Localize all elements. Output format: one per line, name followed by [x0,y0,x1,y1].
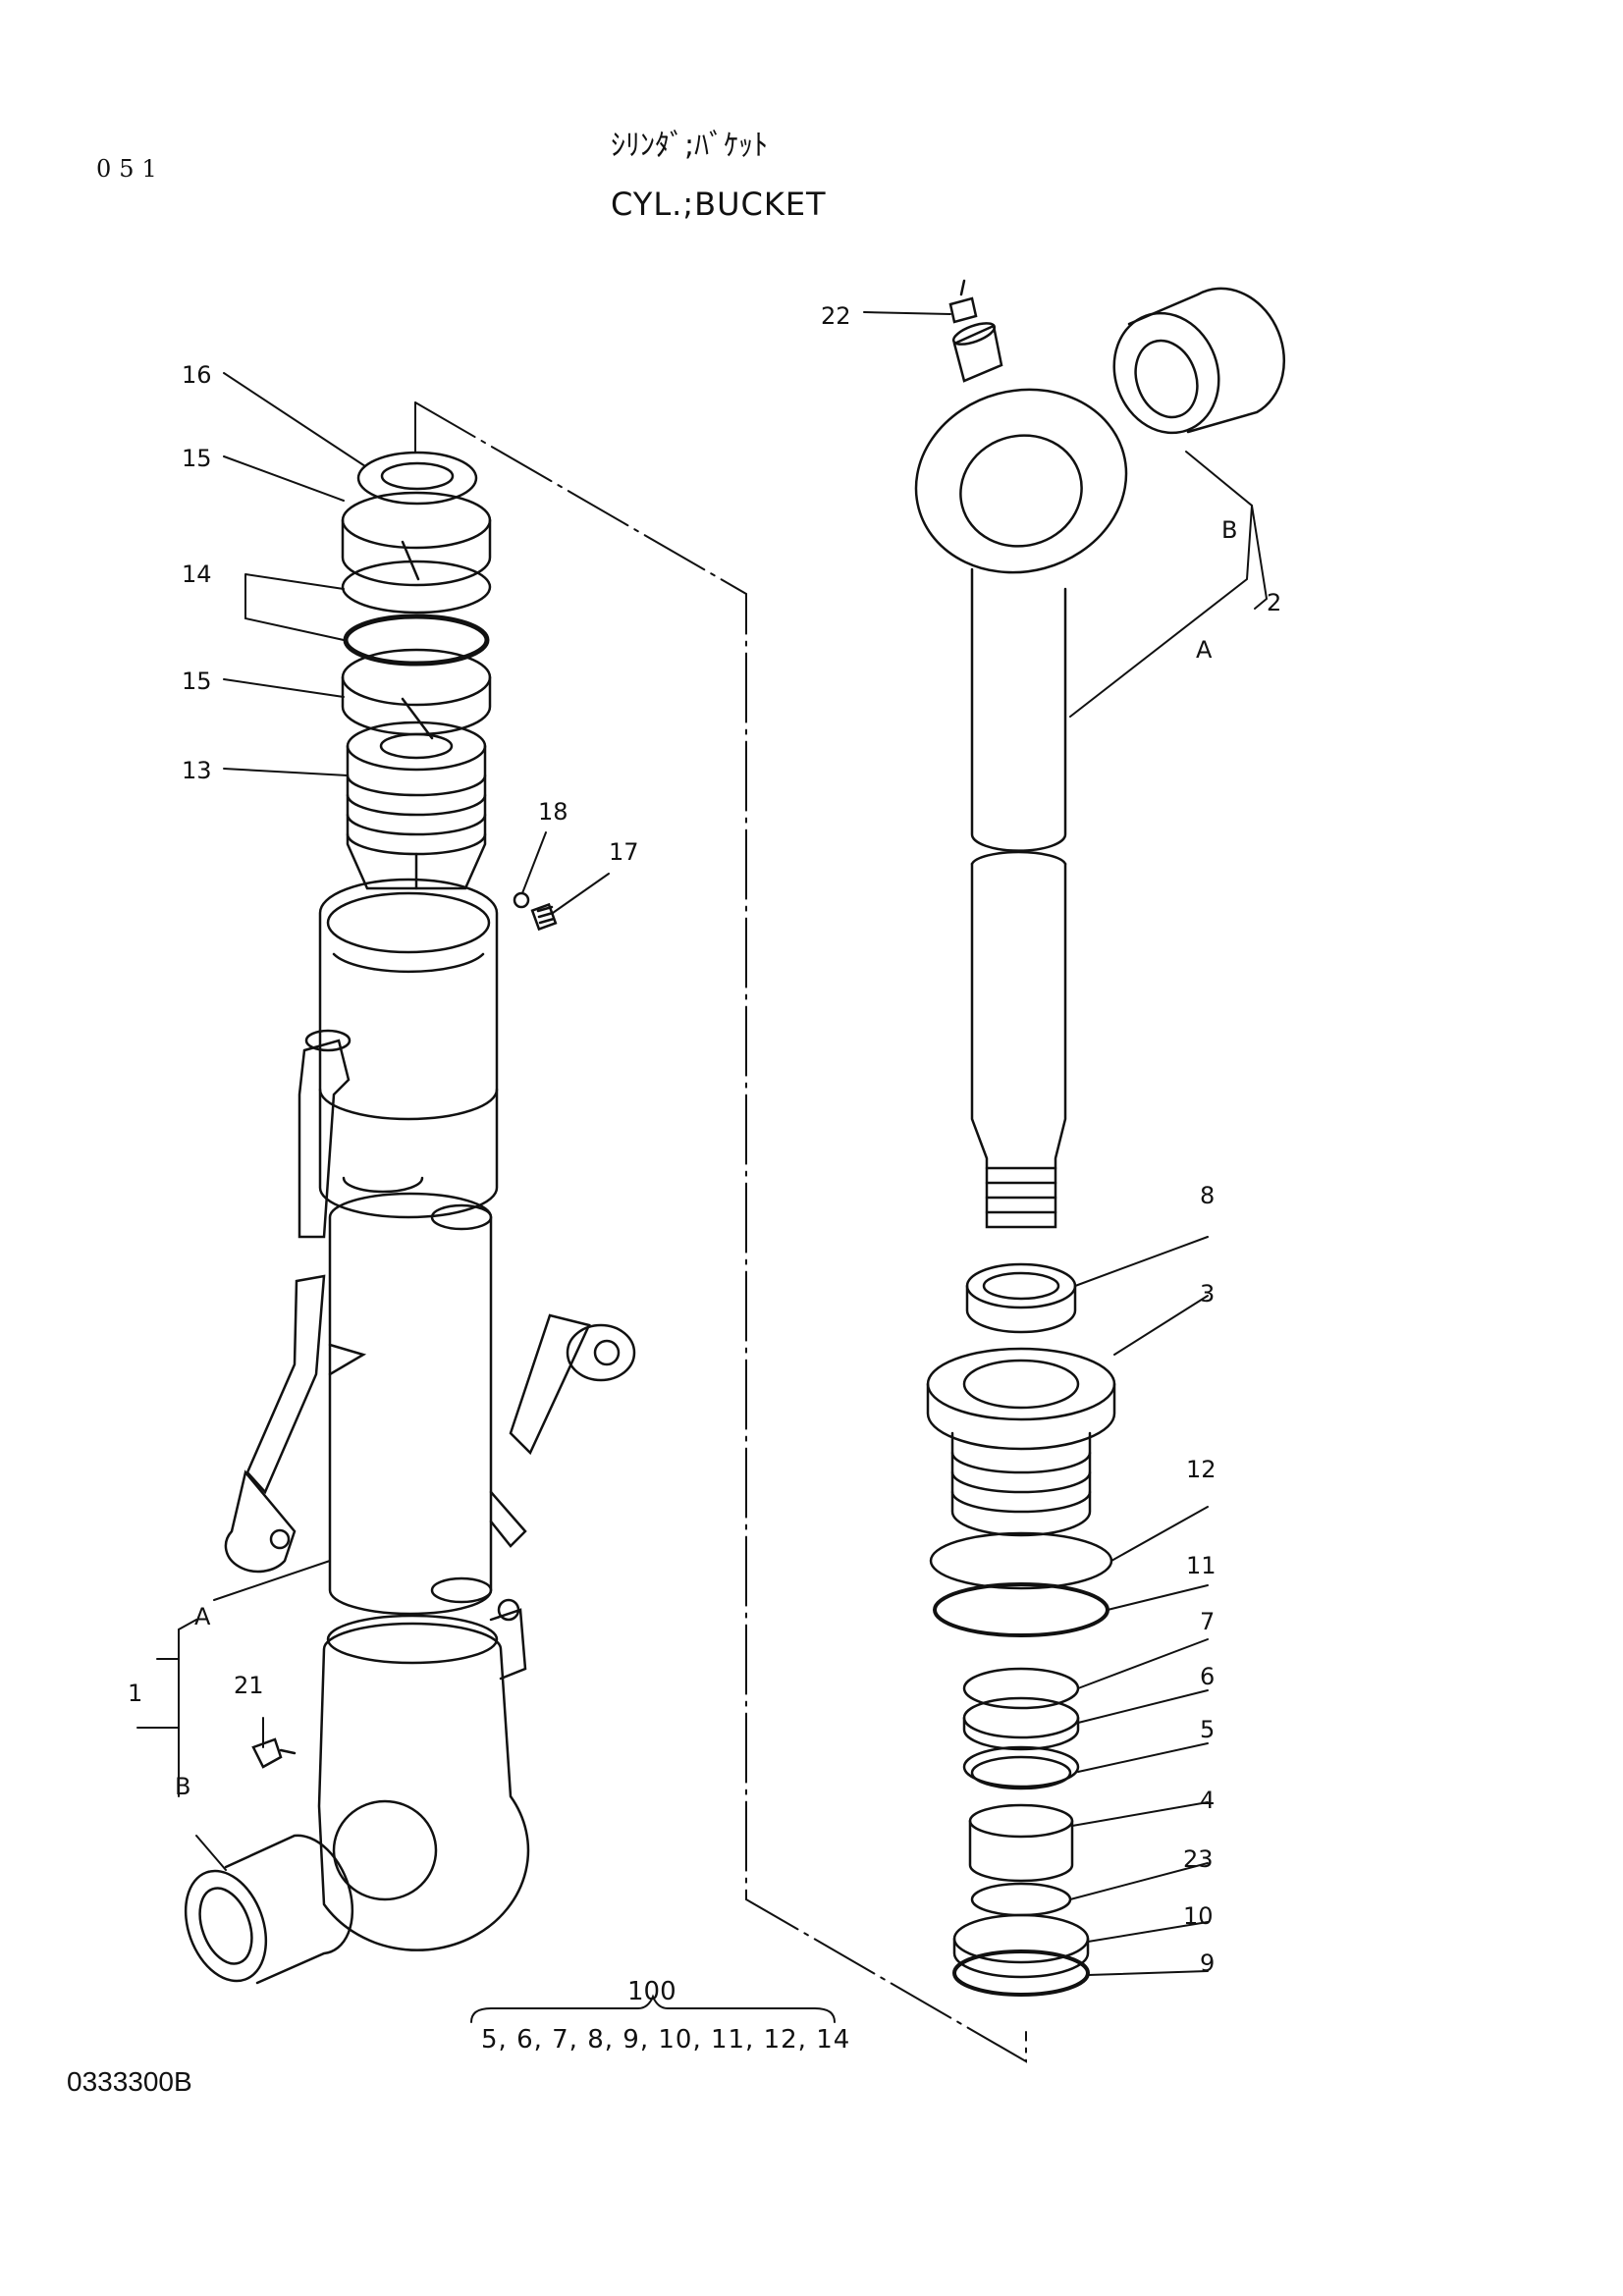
callout-10: 10 [1183,1902,1214,1930]
item-5-ring [962,1745,1080,1790]
item-4-bushing [968,1803,1074,1883]
page-number: 051 [96,155,165,183]
assembly-dashed-lines [414,401,1027,2063]
callout-2: 2 [1267,589,1282,616]
callout-18: 18 [538,798,568,826]
item-9-seal [952,1949,1090,1997]
callout-5: 5 [1200,1716,1216,1743]
callout-A-left: A [194,1603,211,1630]
drawing-code: 0333300B [67,2066,192,2097]
callout-7: 7 [1200,1608,1216,1635]
item-23-snap-ring [970,1882,1072,1917]
callout-6: 6 [1200,1663,1216,1690]
item-14-seal [341,560,492,667]
callout-17: 17 [609,838,639,866]
cylinder-bottom-clevis [317,1598,530,1951]
leader-lines [136,311,1269,1976]
bushing-B-right [1112,287,1286,435]
item-11-ring [933,1582,1109,1637]
item-16-ring [356,451,478,506]
callout-14: 14 [182,561,212,588]
bushing-B-left [184,1834,354,1985]
item-17-screw [530,902,558,932]
item-3-head [926,1347,1116,1537]
title-english: CYL.;BUCKET [611,186,827,223]
callout-15-lower: 15 [182,667,212,695]
item-6-ring [962,1696,1080,1751]
cylinder-tube-head-end [298,878,499,1239]
callout-23: 23 [1183,1845,1214,1873]
callout-3: 3 [1200,1280,1216,1308]
callout-15-upper: 15 [182,445,212,472]
item-15-ring-upper [341,491,492,587]
callout-B-right: B [1221,516,1238,544]
cylinder-tube-rod-end [224,1192,636,1616]
item-13-piston [346,721,487,890]
callout-A-right: A [1196,636,1213,664]
callout-13: 13 [182,757,212,784]
item-12-ring [929,1531,1113,1590]
item-18-ball [513,891,530,909]
item-7-ring [962,1667,1080,1710]
callout-22: 22 [821,302,851,330]
callout-4: 4 [1200,1787,1216,1814]
callout-11: 11 [1186,1552,1217,1579]
item-8-bushing [965,1262,1077,1334]
item-10-ring [952,1913,1090,1979]
callout-B-left: B [175,1773,191,1800]
item-22-grease-fitting [948,279,978,324]
callout-12: 12 [1186,1456,1217,1483]
title-japanese: ｼﾘﾝﾀﾞ;ﾊﾞｹｯﾄ [611,129,769,163]
piston-rod [970,567,1067,1229]
callout-1: 1 [128,1680,143,1707]
item-21-grease-nipple [251,1737,297,1769]
callout-9: 9 [1200,1949,1216,1977]
rod-eye [914,322,1128,574]
kit-parts-list: 5, 6, 7, 8, 9, 10, 11, 12, 14 [481,2025,851,2055]
callout-8: 8 [1200,1182,1216,1209]
kit-number: 100 [627,1977,676,2006]
callout-21: 21 [234,1672,264,1699]
kit-brace [470,1994,836,2023]
callout-16: 16 [182,361,212,389]
